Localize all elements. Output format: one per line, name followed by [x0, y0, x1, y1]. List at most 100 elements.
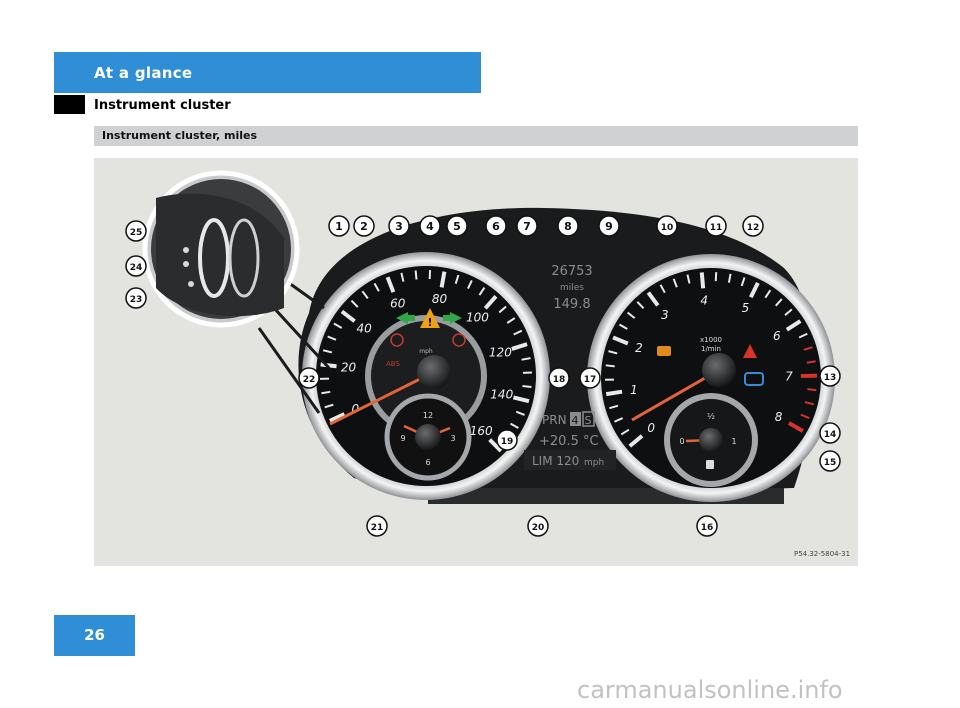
- callout-marker-6: [485, 215, 507, 237]
- tachometer-tick-mark: [803, 346, 813, 351]
- fuel-tick-full: 1: [731, 437, 736, 446]
- tachometer-tick-mark: [605, 389, 623, 397]
- callout-marker-24: [125, 255, 147, 277]
- figure-title: Instrument cluster, miles: [102, 129, 258, 142]
- figure-title-bar: Instrument cluster, miles: [94, 126, 858, 146]
- tachometer-tick-mark: [620, 428, 630, 436]
- callout-number: 11: [710, 223, 723, 233]
- page-number: 26: [84, 626, 105, 644]
- callout-marker-5: [446, 215, 468, 237]
- tachometer-tick-mark: [804, 401, 814, 406]
- speedometer-tick-mark: [510, 422, 519, 429]
- tachometer-unit-2: 1/min: [701, 345, 721, 353]
- tachometer-tick-label: 4: [700, 293, 708, 307]
- callout-number: 6: [492, 220, 500, 233]
- speedometer-tick-mark: [350, 299, 359, 308]
- odometer-value: 26753: [551, 264, 592, 279]
- callout-number: 3: [395, 220, 403, 233]
- callout-marker-8: [557, 215, 579, 237]
- speedometer-tick-label: 100: [466, 310, 489, 324]
- speedometer-tick-mark: [512, 395, 530, 404]
- speedometer-unit: mph: [419, 348, 433, 355]
- callout-number: 4: [426, 220, 434, 233]
- fuel-tick-half: ½: [707, 412, 715, 421]
- callout-number: 13: [824, 373, 837, 383]
- callout-number: 2: [360, 220, 368, 233]
- callout-marker-18: [548, 367, 570, 389]
- clock-tick-3: 3: [450, 434, 455, 443]
- callout-marker-7: [516, 215, 538, 237]
- speedometer-tick-mark: [361, 290, 369, 300]
- callout-marker-19: [496, 429, 518, 451]
- tachometer-tick-mark: [787, 421, 804, 433]
- brake-warning-icon: [390, 333, 404, 347]
- speedometer-tick-label: 0: [351, 402, 359, 416]
- callout-number: 17: [584, 375, 597, 385]
- callout-number: 21: [371, 523, 384, 533]
- callout-number: 25: [130, 228, 143, 238]
- tachometer-tick-mark: [628, 434, 644, 448]
- speedometer-tick-mark: [329, 412, 346, 423]
- tachometer-tick-mark: [626, 311, 636, 319]
- callout-number: 20: [532, 523, 545, 533]
- speedometer-tick-mark: [373, 282, 380, 292]
- headlamp-icon: [744, 372, 764, 386]
- tachometer-tick-mark: [806, 360, 816, 364]
- tachometer-tick-mark: [727, 273, 732, 283]
- callout-marker-25: [125, 220, 147, 242]
- speedometer-tick-mark: [467, 279, 473, 289]
- speedometer-tick-mark: [414, 270, 418, 280]
- speedometer-tick-mark: [322, 349, 333, 354]
- tachometer-tick-label: 2: [635, 341, 643, 355]
- speedometer-tick-label: 60: [390, 296, 406, 310]
- watermark: carmanualsonline.info: [577, 676, 843, 704]
- callout-marker-11: [705, 215, 727, 237]
- callout-number: 19: [501, 437, 514, 447]
- callout-marker-9: [598, 215, 620, 237]
- tachometer-unit-1: x1000: [700, 336, 722, 344]
- section-tab-marker: [54, 95, 85, 114]
- callout-number: 24: [130, 263, 143, 273]
- turn-left-icon: [396, 312, 408, 324]
- clock-tick-12: 12: [423, 411, 433, 420]
- abs-warning: ABS: [386, 360, 400, 368]
- hazard-warning-icon: [420, 308, 440, 328]
- callout-marker-16: [696, 515, 718, 537]
- speedometer-tick-mark: [506, 317, 516, 324]
- tachometer-tick-label: 3: [661, 308, 669, 322]
- tachometer-tick-label: 0: [647, 421, 655, 435]
- tachometer-tick-mark: [646, 291, 660, 307]
- speedometer-tick-mark: [488, 438, 503, 453]
- callout-number: 9: [605, 220, 613, 233]
- tachometer-tick-mark: [672, 278, 678, 288]
- tachometer-tick-mark: [608, 350, 618, 355]
- tachometer-tick-label: 6: [773, 329, 781, 343]
- speedometer-tick-mark: [385, 276, 396, 293]
- check-engine-icon: [657, 346, 671, 356]
- callout-marker-4: [419, 215, 441, 237]
- tachometer-tick-mark: [775, 298, 783, 307]
- fuel-pump-icon: [706, 460, 714, 469]
- trip-value: 149.8: [553, 297, 590, 312]
- esp-warning-icon: [452, 333, 466, 347]
- seat-belt-icon: [743, 344, 757, 358]
- callout-marker-2: [353, 215, 375, 237]
- callout-number: 16: [701, 523, 714, 533]
- tachometer-tick-label: 7: [785, 369, 793, 383]
- tachometer-tick-mark: [659, 284, 666, 294]
- speedometer-tick-mark: [324, 403, 334, 409]
- speedometer-tick-mark: [511, 342, 528, 351]
- tachometer-tick-mark: [614, 417, 624, 423]
- callout-marker-21: [366, 515, 388, 537]
- callout-number: 8: [564, 220, 572, 233]
- gear-selected: 4: [572, 414, 579, 427]
- tachometer-tick-mark: [798, 332, 808, 339]
- callout-marker-1: [328, 215, 350, 237]
- tachometer-tick-mark: [618, 323, 628, 330]
- speedometer-tick-label: 120: [489, 346, 512, 360]
- tachometer-tick-label: 8: [775, 410, 783, 424]
- speedometer-tick-mark: [515, 410, 525, 416]
- tachometer-tick-label: 1: [630, 383, 638, 397]
- tachometer-tick-mark: [686, 274, 691, 284]
